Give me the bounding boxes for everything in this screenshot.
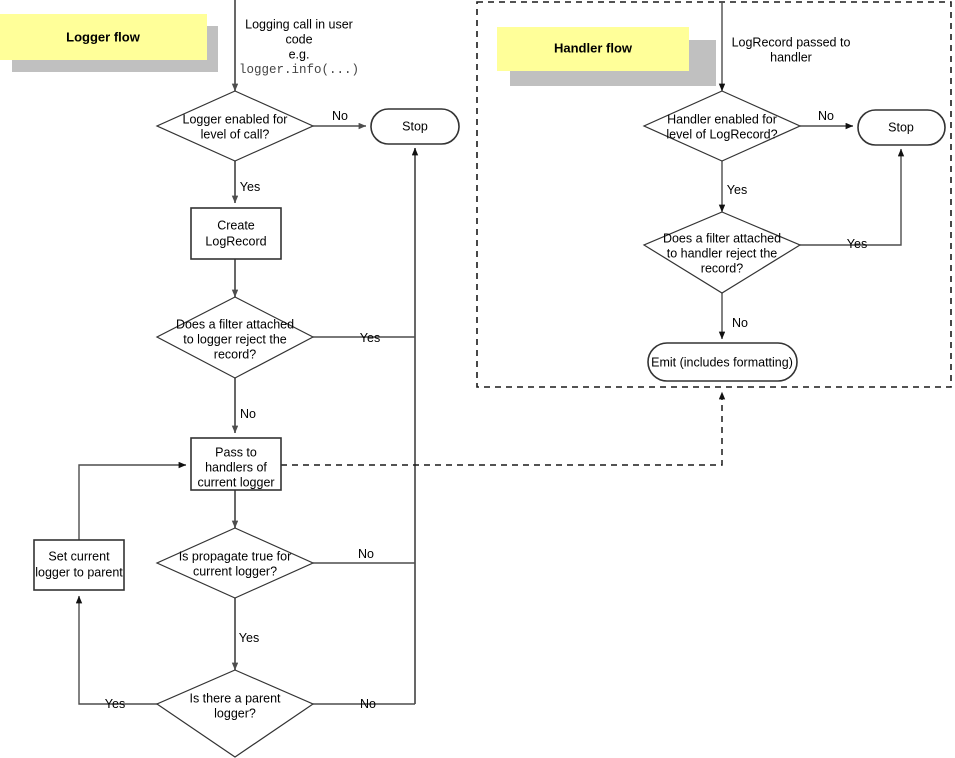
logger-entry-line1: Logging call in user bbox=[245, 17, 353, 31]
pass-to-handlers-line1: Pass to bbox=[215, 445, 257, 459]
logger-filter-line3: record? bbox=[214, 347, 256, 361]
edge-label-logger-enabled-no: No bbox=[332, 109, 348, 123]
edge-label-parent-yes: Yes bbox=[105, 697, 125, 711]
handler-filter-line3: record? bbox=[701, 261, 743, 275]
logger-enabled-diamond-shape bbox=[155, 90, 315, 162]
handler-enabled-diamond-shape bbox=[642, 90, 802, 162]
node-logger-filter-decision: Does a filter attached to logger reject … bbox=[155, 296, 315, 379]
parent-logger-diamond-shape bbox=[155, 669, 315, 758]
edge-label-handler-filter-yes: Yes bbox=[847, 237, 867, 251]
set-current-logger-line1: Set current bbox=[48, 549, 110, 563]
logger-enabled-line1: Logger enabled for bbox=[183, 112, 288, 126]
banner-logger-flow: Logger flow bbox=[0, 14, 218, 72]
edge-handler-filter-yes-to-stop bbox=[800, 148, 905, 246]
handler-filter-diamond-shape bbox=[642, 211, 802, 294]
handler-stop-label: Stop bbox=[888, 120, 914, 134]
handler-entry-line1: LogRecord passed to bbox=[732, 35, 851, 49]
node-set-current-logger-process: Set current logger to parent bbox=[33, 539, 125, 591]
propagate-diamond-shape bbox=[155, 527, 315, 599]
node-create-logrecord-process: Create LogRecord bbox=[190, 207, 282, 260]
edge-label-handler-filter-no: No bbox=[732, 316, 748, 330]
node-propagate-decision: Is propagate true for current logger? bbox=[155, 527, 315, 599]
edge-parent-yes-to-set-current bbox=[75, 595, 158, 705]
create-logrecord-shape bbox=[190, 207, 282, 260]
logger-stop-shape bbox=[370, 108, 460, 145]
banner-logger-flow-fill bbox=[0, 14, 207, 60]
edge-label-logger-enabled-yes: Yes bbox=[240, 180, 260, 194]
logger-enabled-line2: level of call? bbox=[201, 127, 270, 141]
create-logrecord-line2: LogRecord bbox=[205, 234, 266, 248]
edge-pass-to-handler-flow-dashed bbox=[281, 391, 726, 466]
set-current-logger-line2: logger to parent bbox=[35, 565, 123, 579]
logger-filter-diamond-shape bbox=[155, 296, 315, 379]
banner-handler-flow-label: Handler flow bbox=[554, 40, 633, 55]
banner-handler-flow-fill bbox=[497, 27, 689, 71]
edge-set-current-to-pass bbox=[78, 461, 187, 540]
emit-label: Emit (includes formatting) bbox=[651, 355, 793, 369]
edge-label-logger-filter-no: No bbox=[240, 407, 256, 421]
handler-enabled-line2: level of LogRecord? bbox=[666, 127, 777, 141]
logger-entry-label: Logging call in user code e.g. logger.in… bbox=[239, 17, 359, 77]
banner-logger-flow-label: Logger flow bbox=[66, 29, 141, 44]
emit-shape bbox=[647, 342, 798, 382]
node-parent-logger-decision: Is there a parent logger? bbox=[155, 669, 315, 758]
node-logger-enabled-decision: Logger enabled for level of call? bbox=[155, 90, 315, 162]
propagate-line2: current logger? bbox=[193, 564, 277, 578]
node-logger-stop-terminal: Stop bbox=[370, 108, 460, 145]
handler-filter-line1: Does a filter attached bbox=[663, 231, 781, 245]
node-handler-enabled-decision: Handler enabled for level of LogRecord? bbox=[642, 90, 802, 162]
handler-entry-label: LogRecord passed to handler bbox=[732, 35, 851, 64]
edge-label-handler-enabled-yes: Yes bbox=[727, 183, 747, 197]
logger-filter-line1: Does a filter attached bbox=[176, 317, 294, 331]
node-handler-stop-terminal: Stop bbox=[857, 109, 946, 146]
set-current-logger-shape bbox=[33, 539, 125, 591]
banner-handler-flow: Handler flow bbox=[497, 27, 716, 86]
handler-entry-line2: handler bbox=[770, 50, 812, 64]
edge-label-propagate-no: No bbox=[358, 547, 374, 561]
edge-label-propagate-yes: Yes bbox=[239, 631, 259, 645]
pass-to-handlers-shape bbox=[190, 437, 282, 491]
edge-label-handler-enabled-no: No bbox=[818, 109, 834, 123]
handler-enabled-line1: Handler enabled for bbox=[667, 112, 777, 126]
handler-flow-group-box bbox=[476, 1, 952, 388]
pass-to-handlers-line3: current logger bbox=[197, 475, 274, 489]
node-emit-terminal: Emit (includes formatting) bbox=[647, 342, 798, 382]
logger-filter-line2: to logger reject the bbox=[183, 332, 287, 346]
handler-filter-line2: to handler reject the bbox=[667, 246, 778, 260]
pass-to-handlers-line2: handlers of bbox=[205, 460, 267, 474]
logger-entry-line2: code bbox=[285, 32, 312, 46]
node-handler-filter-decision: Does a filter attached to handler reject… bbox=[642, 211, 802, 294]
edge-label-parent-no: No bbox=[360, 697, 376, 711]
create-logrecord-line1: Create bbox=[217, 218, 255, 232]
handler-stop-shape bbox=[857, 109, 946, 146]
node-pass-to-handlers-process: Pass to handlers of current logger bbox=[190, 437, 282, 491]
logger-entry-code: logger.info(...) bbox=[239, 63, 359, 77]
parent-logger-line1: Is there a parent bbox=[189, 691, 281, 705]
edge-label-logger-filter-yes: Yes bbox=[360, 331, 380, 345]
parent-logger-line2: logger? bbox=[214, 706, 256, 720]
logger-stop-label: Stop bbox=[402, 119, 428, 133]
propagate-line1: Is propagate true for bbox=[179, 549, 292, 563]
logger-entry-line3: e.g. bbox=[289, 47, 310, 61]
